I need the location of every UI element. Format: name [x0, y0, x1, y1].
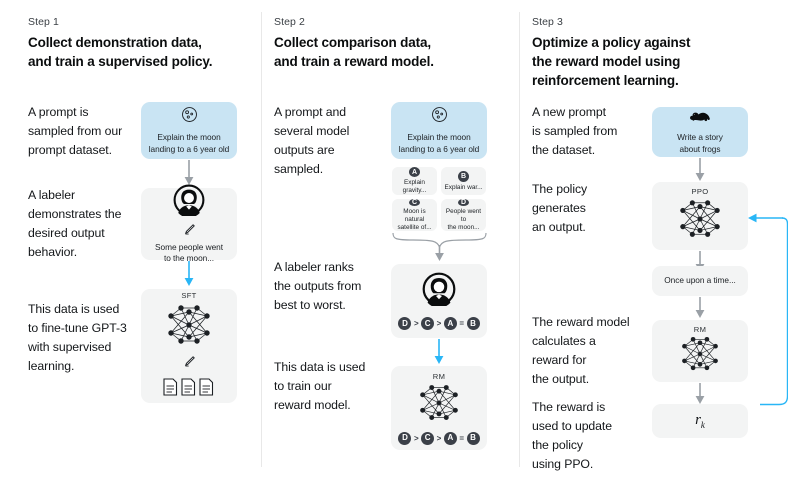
- step-3-caption-1: A new prompt is sampled from the dataset…: [532, 105, 618, 157]
- pencil-icon: [183, 223, 196, 241]
- neural-net-icon: [413, 383, 465, 428]
- arrow-prompt-to-ppo: [693, 158, 707, 182]
- step-3-ppo-tag: PPO: [691, 187, 709, 196]
- step-3-label: Step 3: [532, 16, 563, 28]
- step-3-title: Optimize a policy against the reward mod…: [532, 35, 691, 88]
- step-1-caption-2: A labeler demonstrates the desired outpu…: [28, 188, 122, 259]
- step-2-ranking-card[interactable]: D > C > A = B: [391, 264, 487, 338]
- step-3-output-text: Once upon a time...: [664, 275, 736, 286]
- reward-subscript: k: [700, 420, 705, 430]
- rm-rank-badge-4: B: [466, 431, 480, 445]
- step-3-caption-4: The reward is used to update the policy …: [532, 400, 612, 471]
- option-text-d: People went to the moon...: [445, 207, 482, 231]
- step-2-title: Collect comparison data, and train a rew…: [274, 35, 434, 69]
- rm-rank-op-2: >: [436, 433, 442, 443]
- neural-net-icon: [675, 335, 725, 378]
- step-3-rm-card[interactable]: RM: [652, 320, 748, 382]
- step-2-prompt-card[interactable]: Explain the moon landing to a 6 year old: [391, 102, 487, 159]
- step-3-prompt-text: Write a story about frogs: [677, 132, 723, 154]
- arrow-options-to-ranking: [390, 231, 489, 262]
- step-1-sft-tag: SFT: [181, 290, 197, 300]
- rm-rank-badge-1: D: [398, 431, 412, 445]
- rm-rank-op-1: >: [413, 433, 419, 443]
- option-card-c[interactable]: C Moon is natural satellite of...: [392, 198, 437, 231]
- step-1-labeler-card[interactable]: Some people went to the moon...: [141, 184, 237, 263]
- option-text-b: Explain war...: [444, 183, 483, 191]
- arrow-ranking-to-rm: [432, 339, 446, 365]
- step-3-ppo-card[interactable]: PPO: [652, 182, 748, 250]
- labeler-avatar-icon: [173, 184, 205, 221]
- step-2-rm-card[interactable]: RM: [391, 366, 487, 450]
- step-3-rm-tag: RM: [693, 324, 707, 334]
- step-2-label: Step 2: [274, 16, 305, 28]
- moon-icon: [181, 106, 198, 128]
- moon-icon: [431, 106, 448, 128]
- reward-symbol: r: [695, 412, 701, 428]
- option-card-d[interactable]: D People went to the moon...: [441, 198, 486, 231]
- column-divider-2: [519, 12, 520, 467]
- neural-net-icon: [673, 198, 727, 245]
- option-badge-c: C: [409, 198, 420, 206]
- step-2-caption-2: A labeler ranks the outputs from best to…: [274, 260, 362, 312]
- option-badge-d: D: [458, 198, 469, 206]
- step-3-prompt-card[interactable]: Write a story about frogs: [652, 107, 748, 157]
- rm-rank-badge-2: C: [421, 431, 435, 445]
- option-card-a[interactable]: A Explain gravity...: [392, 167, 437, 195]
- rank-badge-2: C: [421, 317, 435, 330]
- step-3-output-card[interactable]: Once upon a time...: [652, 266, 748, 296]
- step-2-prompt-text: Explain the moon landing to a 6 year old: [398, 132, 480, 154]
- ranking-row-rm: D > C > A = B: [398, 431, 480, 445]
- option-text-c: Moon is natural satellite of...: [397, 207, 432, 231]
- step-1-title: Collect demonstration data, and train a …: [28, 35, 213, 69]
- reward-value: rk: [695, 412, 705, 430]
- arrow-labeler-to-sft: [182, 261, 196, 287]
- rank-op-3: =: [459, 319, 464, 328]
- column-divider-1: [261, 12, 262, 467]
- option-text-a: Explain gravity...: [402, 179, 427, 194]
- step-1-caption-3: This data is used to fine-tune GPT-3 wit…: [28, 302, 127, 373]
- rm-rank-op-3: =: [459, 433, 464, 443]
- step-2-caption-1: A prompt and several model outputs are s…: [274, 105, 350, 176]
- step-1-sft-card[interactable]: SFT: [141, 289, 237, 403]
- ranking-row-labeler: D > C > A = B: [398, 317, 480, 330]
- step-1-column: Step 1 Collect demonstration data, and t…: [0, 0, 262, 479]
- option-card-b[interactable]: B Explain war...: [441, 167, 486, 195]
- step-2-column: Step 2 Collect comparison data, and trai…: [262, 0, 520, 479]
- step-1-prompt-card[interactable]: Explain the moon landing to a 6 year old: [141, 102, 237, 159]
- step-1-prompt-text: Explain the moon landing to a 6 year old: [148, 132, 230, 154]
- rank-badge-1: D: [398, 317, 412, 330]
- pencil-icon: [183, 355, 196, 373]
- documents-icon: [162, 377, 216, 402]
- step-3-caption-3: The reward model calculates a reward for…: [532, 315, 630, 386]
- step-1-label: Step 1: [28, 16, 59, 28]
- step-3-column: Step 3 Optimize a policy against the rew…: [520, 0, 788, 479]
- arrow-output-to-rm: [693, 297, 707, 319]
- arrow-prompt-to-labeler: [182, 160, 196, 186]
- step-3-caption-2: The policy generates an output.: [532, 182, 588, 234]
- rm-rank-badge-3: A: [443, 431, 457, 445]
- step-2-caption-3: This data is used to train our reward mo…: [274, 360, 366, 412]
- labeler-avatar-icon: [422, 272, 456, 311]
- step-1-labeler-text: Some people went to the moon...: [155, 241, 223, 264]
- rank-op-1: >: [413, 319, 419, 328]
- rank-badge-3: A: [443, 317, 457, 330]
- option-badge-a: A: [409, 167, 420, 177]
- step-3-reward-card[interactable]: rk: [652, 404, 748, 438]
- arrow-rm-to-reward: [693, 383, 707, 405]
- option-badge-b: B: [458, 170, 469, 182]
- step-2-rm-tag: RM: [432, 371, 446, 381]
- arrow-reward-feedback-loop: [742, 204, 788, 422]
- step-1-caption-1: A prompt is sampled from our prompt data…: [28, 105, 123, 157]
- rank-badge-4: B: [466, 317, 480, 330]
- rank-op-2: >: [436, 319, 442, 328]
- neural-net-icon: [161, 303, 217, 352]
- frog-icon: [689, 109, 711, 129]
